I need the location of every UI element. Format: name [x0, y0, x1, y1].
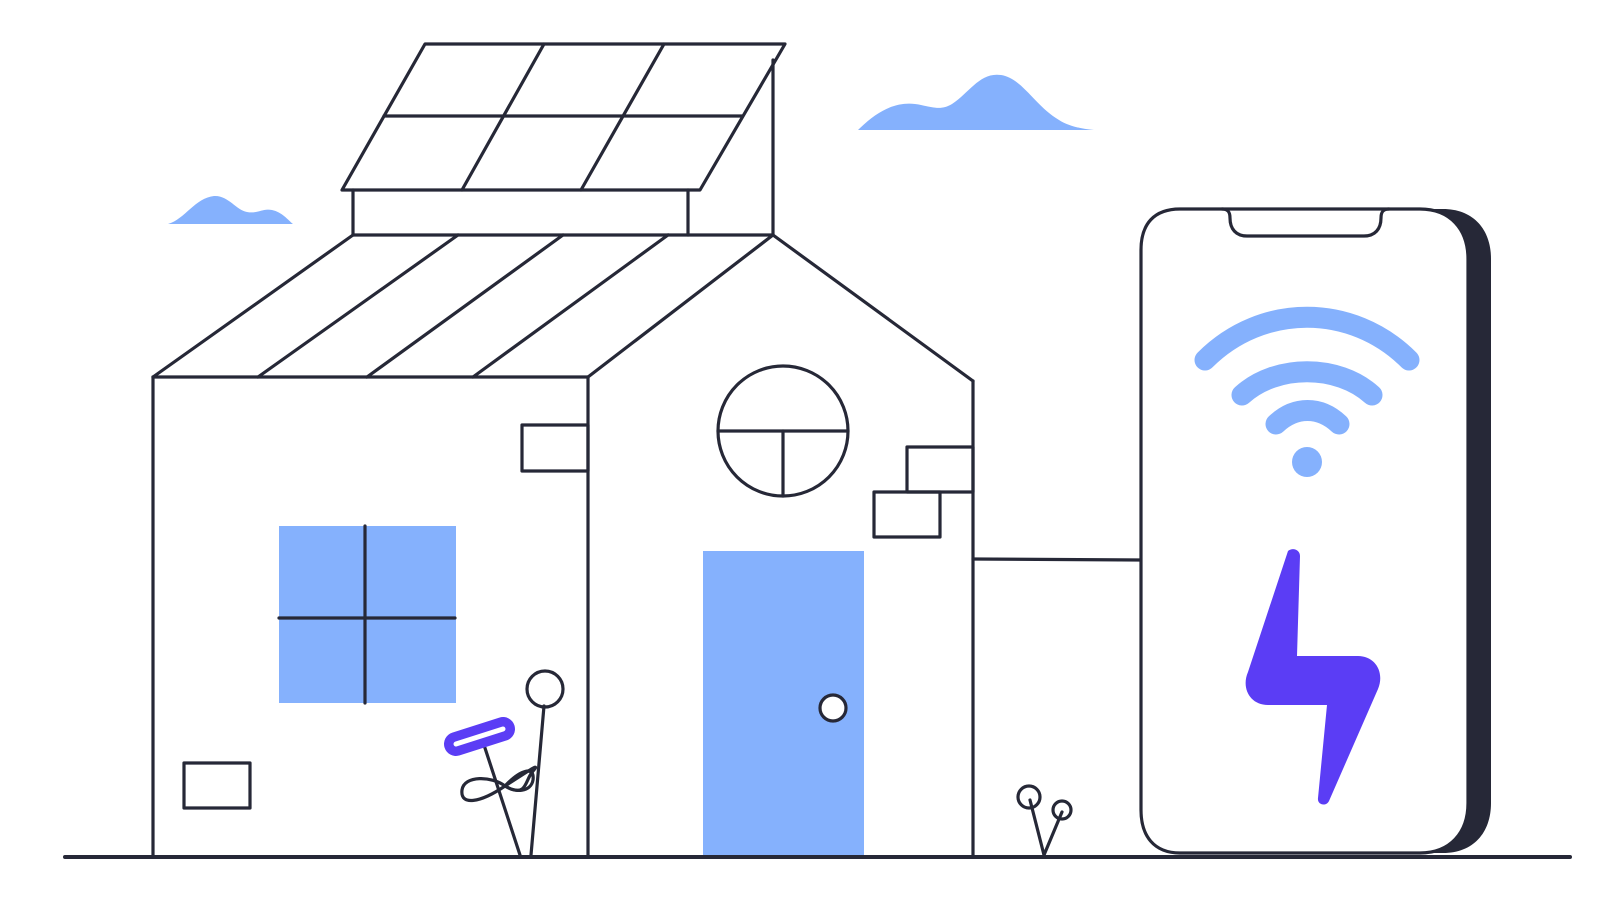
- brick: [182, 761, 252, 810]
- large-cloud: [858, 74, 1094, 130]
- lightning-bolt-icon: [1245, 549, 1381, 805]
- connection-wire: [971, 557, 1143, 562]
- smartphone: [1139, 207, 1491, 855]
- door-knob: [818, 693, 848, 723]
- brick: [872, 490, 942, 539]
- brick: [520, 423, 590, 473]
- solar-panel: [340, 42, 787, 237]
- wifi-icon: [1194, 306, 1420, 477]
- roof: [151, 233, 975, 383]
- door: [703, 551, 864, 855]
- small-cloud: [168, 195, 293, 224]
- sprout: [1016, 784, 1073, 857]
- window: [277, 524, 457, 705]
- phone-notch: [1220, 207, 1391, 238]
- brick: [905, 445, 975, 494]
- plant: [444, 669, 565, 857]
- round-window: [716, 364, 850, 498]
